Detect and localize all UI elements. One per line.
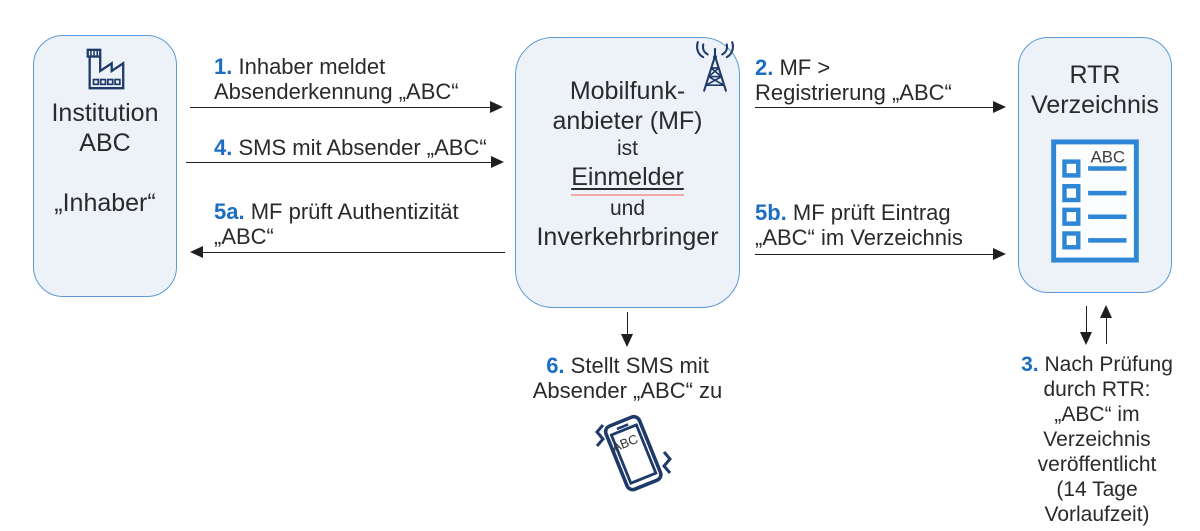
step3-text-line7: Vorlaufzeit) [1044,503,1150,526]
step5a-text-line1: MF prüft Authentizität [250,199,459,224]
step1-text-line2: Absenderkennung „ABC“ [214,79,459,104]
mf-title-line1: Mobilfunk- [569,77,686,105]
step4-text: SMS mit Absender „ABC“ [238,135,487,160]
step5a-text-line2: „ABC“ [214,224,274,249]
node-mobilfunkanbieter: Mobilfunk- anbieter (MF) ist Einmelder u… [515,37,740,308]
node-institution: Institution ABC „Inhaber“ [33,35,177,297]
step5b-arrowhead-right [993,248,1006,260]
step2-text-line2: Registrierung „ABC“ [755,80,952,105]
step5a-arrow-line [203,252,505,253]
step1-text-line1: Inhaber meldet [238,54,386,79]
step3-arrowhead-up [1100,305,1112,318]
step6-arrow-line [627,312,628,334]
step3-text-line6: (14 Tage [1056,478,1138,501]
step5b-label: 5b. MF prüft Eintrag „ABC“ im Verzeichni… [755,200,963,250]
step3-arrowhead-down [1080,332,1092,345]
step4-label: 4. SMS mit Absender „ABC“ [214,135,487,160]
step6-number: 6. [546,353,565,378]
step1-arrow-line [190,107,490,108]
rtr-title-line2: Verzeichnis [1031,91,1159,119]
step4-number: 4. [214,135,233,160]
step3-label: 3. Nach Prüfung durch RTR: „ABC“ im Verz… [1012,352,1182,527]
step1-label: 1. Inhaber meldet Absenderkennung „ABC“ [214,54,459,104]
institution-name-line2: ABC [79,129,131,157]
step3-text-line3: „ABC“ im [1054,403,1140,426]
node-rtr-verzeichnis: RTR Verzeichnis ABC [1018,37,1172,293]
rtr-title-line1: RTR [1069,61,1121,89]
mf-text-und: und [609,197,646,220]
step3-number: 3. [1021,353,1039,376]
step5a-label: 5a. MF prüft Authentizität „ABC“ [214,199,459,249]
step3-text-line2: durch RTR: [1043,378,1151,401]
step3-arrow-up-line [1106,317,1107,344]
step4-arrowhead-right [491,156,504,168]
step2-arrowhead-right [993,101,1006,113]
step5b-arrow-line [755,254,993,255]
step3-text-line5: veröffentlicht [1037,453,1157,476]
step2-arrow-line [755,107,993,108]
institution-name-line1: Institution [51,99,159,127]
step1-arrowhead-right [490,101,503,113]
mf-einmelder-label: Einmelder [571,162,684,196]
step3-text-line1: Nach Prüfung [1044,353,1173,376]
step6-text-line1: Stellt SMS mit [570,353,709,378]
step2-number: 2. [755,55,774,80]
step1-number: 1. [214,54,233,79]
step4-arrow-line [186,162,491,163]
step5b-text-line2: „ABC“ im Verzeichnis [755,225,963,250]
step6-arrowhead-down [621,334,633,347]
mf-text-ist: ist [617,137,638,160]
radio-tower-icon [696,41,734,92]
step6-label: 6. Stellt SMS mit Absender „ABC“ zu [515,353,740,403]
step2-text-line1: MF > [779,55,831,80]
directory-entry-label: ABC [1091,148,1125,167]
step2-label: 2. MF > Registrierung „ABC“ [755,55,952,105]
step5b-text-line1: MF prüft Eintrag [792,200,951,225]
step5a-number: 5a. [214,199,245,224]
step3-arrow-down-line [1086,306,1087,332]
factory-icon [86,48,125,90]
smartphone-icon: ABC [595,414,672,492]
step6-text-line2: Absender „ABC“ zu [532,378,723,403]
step5b-number: 5b. [755,200,787,225]
step5a-arrowhead-left [190,246,203,258]
step3-text-line4: Verzeichnis [1043,428,1151,451]
directory-list-icon: ABC [1051,139,1139,263]
mf-inverkehrbringer-label: Inverkehrbringer [536,223,719,251]
institution-role-label: „Inhaber“ [54,189,156,217]
mf-title-line2: anbieter (MF) [552,107,703,135]
